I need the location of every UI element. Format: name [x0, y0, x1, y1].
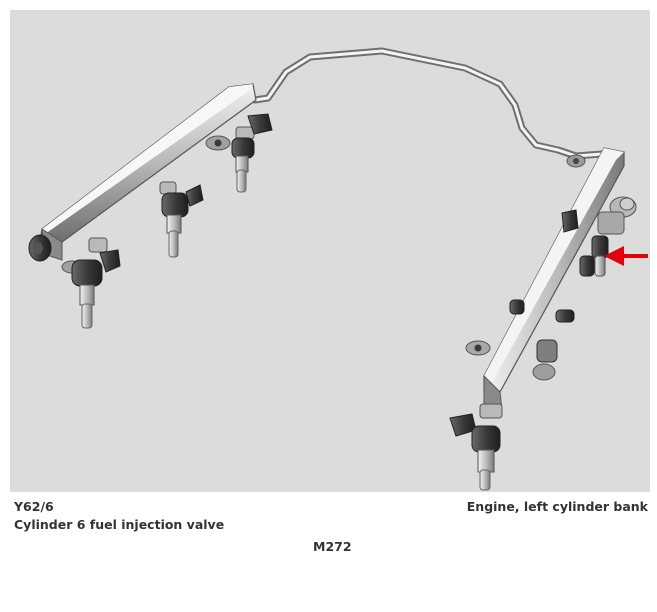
left-bank-fuel-rail	[465, 147, 637, 411]
component-location: Engine, left cylinder bank	[466, 499, 648, 514]
left-bank-front-injector	[449, 403, 503, 491]
cylinder-6-fuel-injection-valve	[591, 235, 609, 277]
component-name: Cylinder 6 fuel injection valve	[14, 517, 225, 532]
engine-model: M272	[313, 539, 352, 554]
right-bank-injector-2	[159, 181, 204, 258]
right-bank-injector-1	[71, 237, 121, 329]
crossover-fuel-line	[251, 47, 606, 168]
pointer-arrow-icon	[604, 246, 648, 266]
component-photo	[10, 10, 650, 492]
left-bank-injector	[509, 209, 595, 363]
component-code: Y62/6	[14, 499, 54, 514]
right-bank-fuel-rail	[28, 83, 257, 274]
right-bank-injector-3	[231, 113, 273, 193]
